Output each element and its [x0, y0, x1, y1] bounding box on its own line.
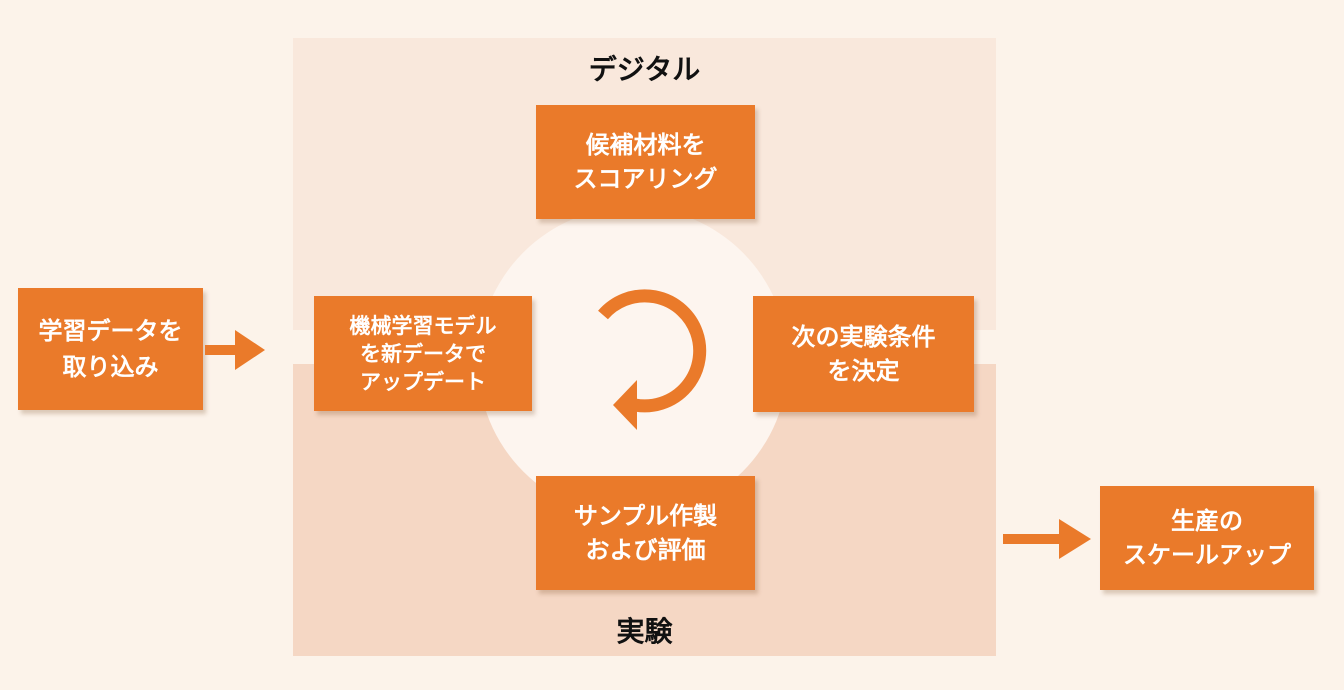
box-line: を決定: [827, 357, 900, 385]
box-line: スコアリング: [573, 165, 718, 193]
cycle-arrow-icon: [598, 289, 707, 430]
next-experiment-box: 次の実験条件 を決定: [753, 296, 974, 412]
box-line: スケールアップ: [1123, 541, 1291, 569]
score-candidates-box: 候補材料を スコアリング: [536, 105, 755, 219]
box-line: 学習データを: [38, 317, 183, 345]
box-line: および評価: [585, 536, 706, 564]
experiment-zone-label: 実験: [616, 615, 673, 648]
box-line: を新データで: [360, 341, 486, 366]
box-line: 候補材料を: [585, 131, 706, 159]
arrow-right-icon: [1003, 519, 1091, 559]
production-scaleup-box: 生産の スケールアップ: [1100, 486, 1314, 590]
box-line: 取り込み: [62, 353, 159, 381]
box-line: 機械学習モデル: [349, 313, 497, 338]
digital-zone-label: デジタル: [588, 53, 701, 86]
arrow-right-icon: [205, 330, 265, 370]
import-training-data-box: 学習データを 取り込み: [18, 288, 203, 410]
box-line: 生産の: [1171, 507, 1243, 535]
sample-evaluation-box: サンプル作製 および評価: [536, 476, 755, 590]
update-model-box: 機械学習モデル を新データで アップデート: [314, 296, 532, 411]
box-line: アップデート: [360, 369, 486, 394]
box-line: サンプル作製: [573, 502, 718, 530]
box-line: 次の実験条件: [791, 323, 936, 351]
